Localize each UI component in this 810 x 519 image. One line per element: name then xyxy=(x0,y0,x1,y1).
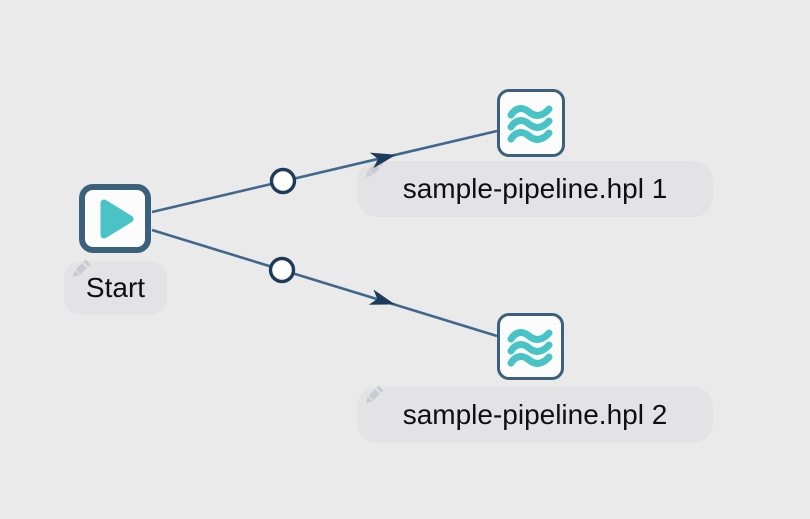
edit-pencil-icon xyxy=(72,259,91,278)
start-node-label-text: Start xyxy=(85,272,146,303)
start-action-node[interactable] xyxy=(79,184,151,253)
hop-line-start-to-pipeline-1[interactable] xyxy=(151,129,498,214)
pipeline-waves-icon xyxy=(507,105,553,143)
hop-line-start-to-pipeline-2[interactable] xyxy=(151,228,498,338)
pipeline-waves-icon xyxy=(507,328,552,367)
play-icon xyxy=(100,199,134,238)
pipeline-1-action-node[interactable] xyxy=(497,89,565,157)
pipeline-1-node-label-text: sample-pipeline.hpl 1 xyxy=(402,173,668,204)
hop-arrowhead-1 xyxy=(369,152,396,169)
pipeline-2-node-label-text: sample-pipeline.hpl 2 xyxy=(402,399,668,430)
edit-pencil-icon xyxy=(365,385,384,404)
pipeline-2-node-label: sample-pipeline.hpl 2 xyxy=(357,385,713,443)
start-node-label: Start xyxy=(64,259,167,315)
pipeline-2-action-node[interactable] xyxy=(497,313,564,380)
hop-midpoint-circle-2[interactable] xyxy=(268,256,296,284)
pipeline-1-node-label: sample-pipeline.hpl 1 xyxy=(357,159,713,217)
hop-midpoint-circle-1[interactable] xyxy=(269,167,297,195)
hop-arrowhead-2 xyxy=(368,289,395,305)
